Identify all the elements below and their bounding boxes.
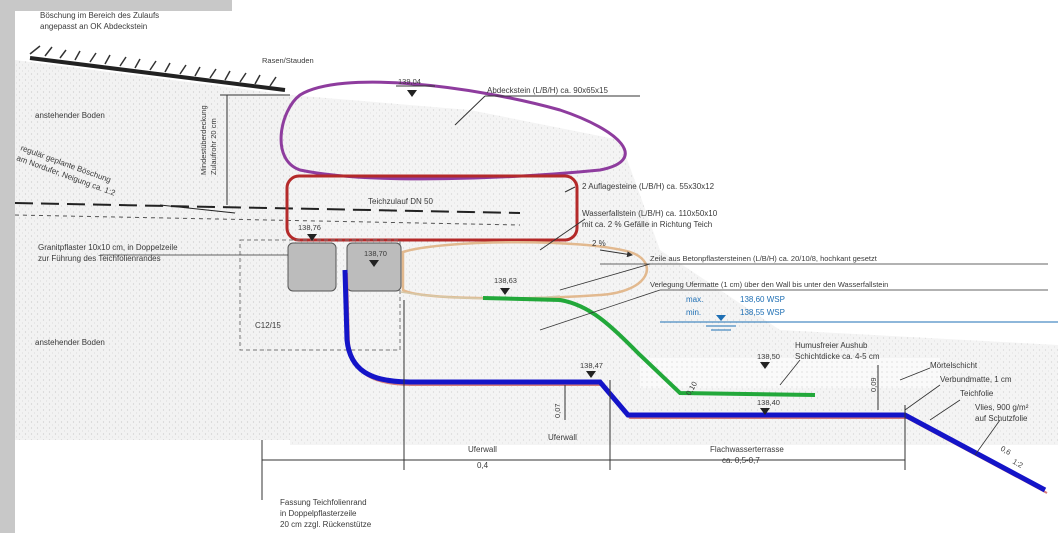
- min-cover-1: Mindestüberdeckung: [199, 105, 208, 175]
- elev-3: 138,70: [364, 249, 387, 258]
- water-max-level: 138,60 WSP: [740, 295, 785, 304]
- pond-liner: [342, 269, 1047, 493]
- leader-mat: [539, 289, 661, 331]
- fastening-2: in Doppelpflasterzeile: [280, 509, 357, 518]
- slope-dim-line: [159, 204, 236, 214]
- composite-label: Verbundmatte, 1 cm: [940, 375, 1012, 384]
- elev-4: 138,63: [494, 276, 517, 285]
- granite-note-2: zur Führung des Teichfolienrandes: [38, 254, 161, 263]
- mortar-label: Mörtelschicht: [930, 361, 978, 370]
- support-stones-outline: [285, 174, 579, 242]
- dim-3: 0,09: [869, 377, 878, 392]
- dim-1: 0,07: [553, 403, 562, 418]
- flach-label-2: ca. 0,5-0,7: [722, 456, 760, 465]
- grass-blades: [29, 45, 277, 87]
- elev-1: 139,04: [398, 77, 421, 86]
- elev-5: 138,47: [580, 361, 603, 370]
- lawn-label: Rasen/Stauden: [262, 56, 314, 65]
- soil-top-label: anstehender Boden: [35, 111, 105, 120]
- fastening-1: Fassung Teichfolienrand: [280, 498, 367, 507]
- leader-row: [559, 263, 651, 291]
- waterfall-label-1: Wasserfallstein (L/B/H) ca. 110x50x10: [582, 209, 718, 218]
- gradient-arrow: [599, 249, 633, 258]
- pipe-label: Teichzulauf DN 50: [368, 197, 433, 206]
- bank-mat: [482, 296, 816, 397]
- support-label: 2 Auflagesteine (L/B/H) ca. 55x30x12: [582, 182, 715, 191]
- top-note-line1: Böschung im Bereich des Zulaufs: [40, 11, 159, 20]
- water-level-marker: [716, 315, 726, 321]
- concrete-footing: [239, 239, 401, 351]
- lawn-line: [29, 56, 286, 92]
- soil-bottom-label: anstehender Boden: [35, 338, 105, 347]
- elevation-marker-3: [369, 260, 379, 267]
- capstone-label: Abdeckstein (L/B/H) ca. 90x65x15: [487, 86, 609, 95]
- dim-slope-small: 0,6: [999, 444, 1013, 457]
- elev-6: 138,50: [757, 352, 780, 361]
- waterfall-label-2: mit ca. 2 % Gefälle in Richtung Teich: [582, 220, 712, 229]
- fleece-label-1: Vlies, 900 g/m²: [975, 403, 1029, 412]
- humus-label-1: Humusfreier Aushub: [795, 341, 868, 350]
- ufer1-value: 0,4: [477, 461, 489, 470]
- sidebar-top-bar: [0, 0, 232, 11]
- humus-label-2: Schichtdicke ca. 4-5 cm: [795, 352, 880, 361]
- elevation-marker-4: [500, 288, 510, 295]
- elevation-marker-7: [760, 408, 770, 415]
- top-note-line2: angepasst an OK Abdeckstein: [40, 22, 147, 31]
- elev-7: 138,40: [757, 398, 780, 407]
- leader-humus: [779, 359, 801, 386]
- elevation-marker-2: [307, 234, 317, 241]
- elevation-marker-5: [586, 371, 596, 378]
- flach-label-1: Flachwasserterrasse: [710, 445, 784, 454]
- pipe-dashed-upper: [14, 202, 521, 214]
- water-min-level: 138,55 WSP: [740, 308, 785, 317]
- soil-left: [15, 60, 290, 440]
- leader-mortar: [899, 367, 931, 381]
- ufer1-label: Uferwall: [468, 445, 497, 454]
- dim-slope: 1:2: [1011, 457, 1025, 470]
- mat-label: Verlegung Ufermatte (1 cm) über den Wall…: [650, 280, 888, 289]
- capstone-outline: [279, 80, 627, 181]
- paver-left: [287, 242, 337, 292]
- elevation-marker-6: [760, 362, 770, 369]
- elev-2: 138,76: [298, 223, 321, 232]
- min-cover-2: Zulaufrohr 20 cm: [209, 118, 218, 175]
- sidebar-bar: [0, 0, 15, 533]
- elevation-marker-1: [396, 85, 435, 97]
- leader-waterfall: [539, 218, 586, 251]
- water-max-label: max.: [686, 295, 703, 304]
- liner-label: Teichfolie: [960, 389, 994, 398]
- water-min-label: min.: [686, 308, 701, 317]
- leader-capstone: [454, 95, 486, 126]
- ufer2-label: Uferwall: [548, 433, 577, 442]
- gradient-label: 2 %: [592, 239, 606, 248]
- row-label: Zeile aus Betonpflastersteinen (L/B/H) c…: [650, 254, 878, 263]
- soil-right: [290, 95, 1058, 445]
- granite-note-1: Granitpflaster 10x10 cm, in Doppelzeile: [38, 243, 178, 252]
- concrete-label: C12/15: [255, 321, 281, 330]
- leader-support: [564, 186, 576, 193]
- fastening-3: 20 cm zzgl. Rückenstütze: [280, 520, 372, 529]
- fleece-label-2: auf Schutzfolie: [975, 414, 1028, 423]
